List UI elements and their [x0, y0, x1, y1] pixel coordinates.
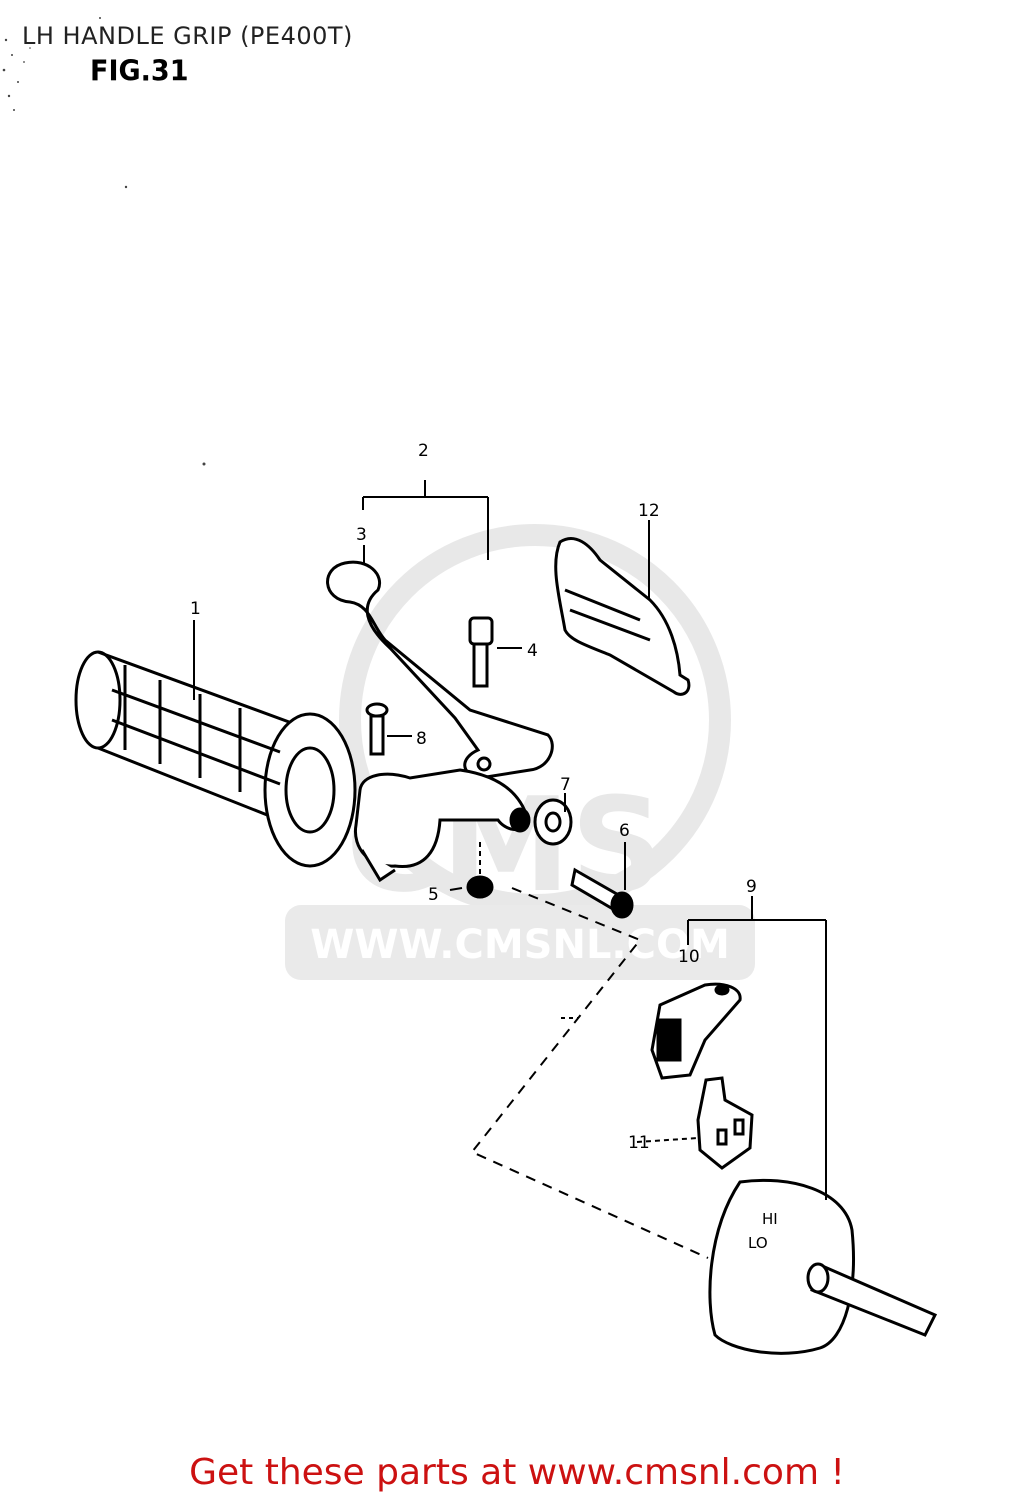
part-1-handle-grip: [74, 650, 357, 868]
diagram-title: LH HANDLE GRIP (PE400T): [22, 22, 353, 50]
leader-lines: [193, 480, 827, 1259]
figure-label: FIG.31: [90, 55, 189, 88]
callout-8: 8: [416, 729, 427, 749]
callout-10: 10: [678, 947, 700, 967]
scan-speckles: [2, 17, 206, 466]
watermark-url: WWW.CMSNL.COM: [310, 922, 730, 968]
callout-1: 1: [190, 599, 201, 619]
part-7-washer: [533, 798, 573, 846]
part-10-switch-part: [650, 982, 742, 1080]
callout-5: 5: [428, 885, 439, 905]
switch-mark-hi: HI: [762, 1210, 778, 1228]
callout-9: 9: [746, 877, 757, 897]
callout-7: 7: [560, 775, 571, 795]
part-11-switch-contact: [696, 1076, 754, 1170]
part-4-lever-bolt: [468, 616, 494, 688]
cmsnl-footer-link[interactable]: Get these parts at www.cmsnl.com !: [189, 1452, 845, 1493]
part-3-clutch-lever: [326, 560, 554, 780]
part-12-lever-cover: [554, 536, 691, 696]
part-6-adjuster-bolt: [570, 867, 634, 919]
callout-labels: 1 2 3 4 5 6 7 8 9 10 11 12: [190, 441, 757, 1153]
callout-11: 11: [628, 1133, 650, 1153]
switch-mark-lo: LO: [748, 1234, 768, 1252]
callout-3: 3: [356, 525, 367, 545]
part-9-dimmer-switch-housing: [708, 1178, 938, 1355]
part-8-screw: [365, 702, 389, 756]
part-5-nut: [466, 875, 494, 899]
callout-12: 12: [638, 501, 660, 521]
lever-holder: [353, 768, 531, 883]
callout-4: 4: [527, 641, 538, 661]
callout-2: 2: [418, 441, 429, 461]
callout-6: 6: [619, 821, 630, 841]
